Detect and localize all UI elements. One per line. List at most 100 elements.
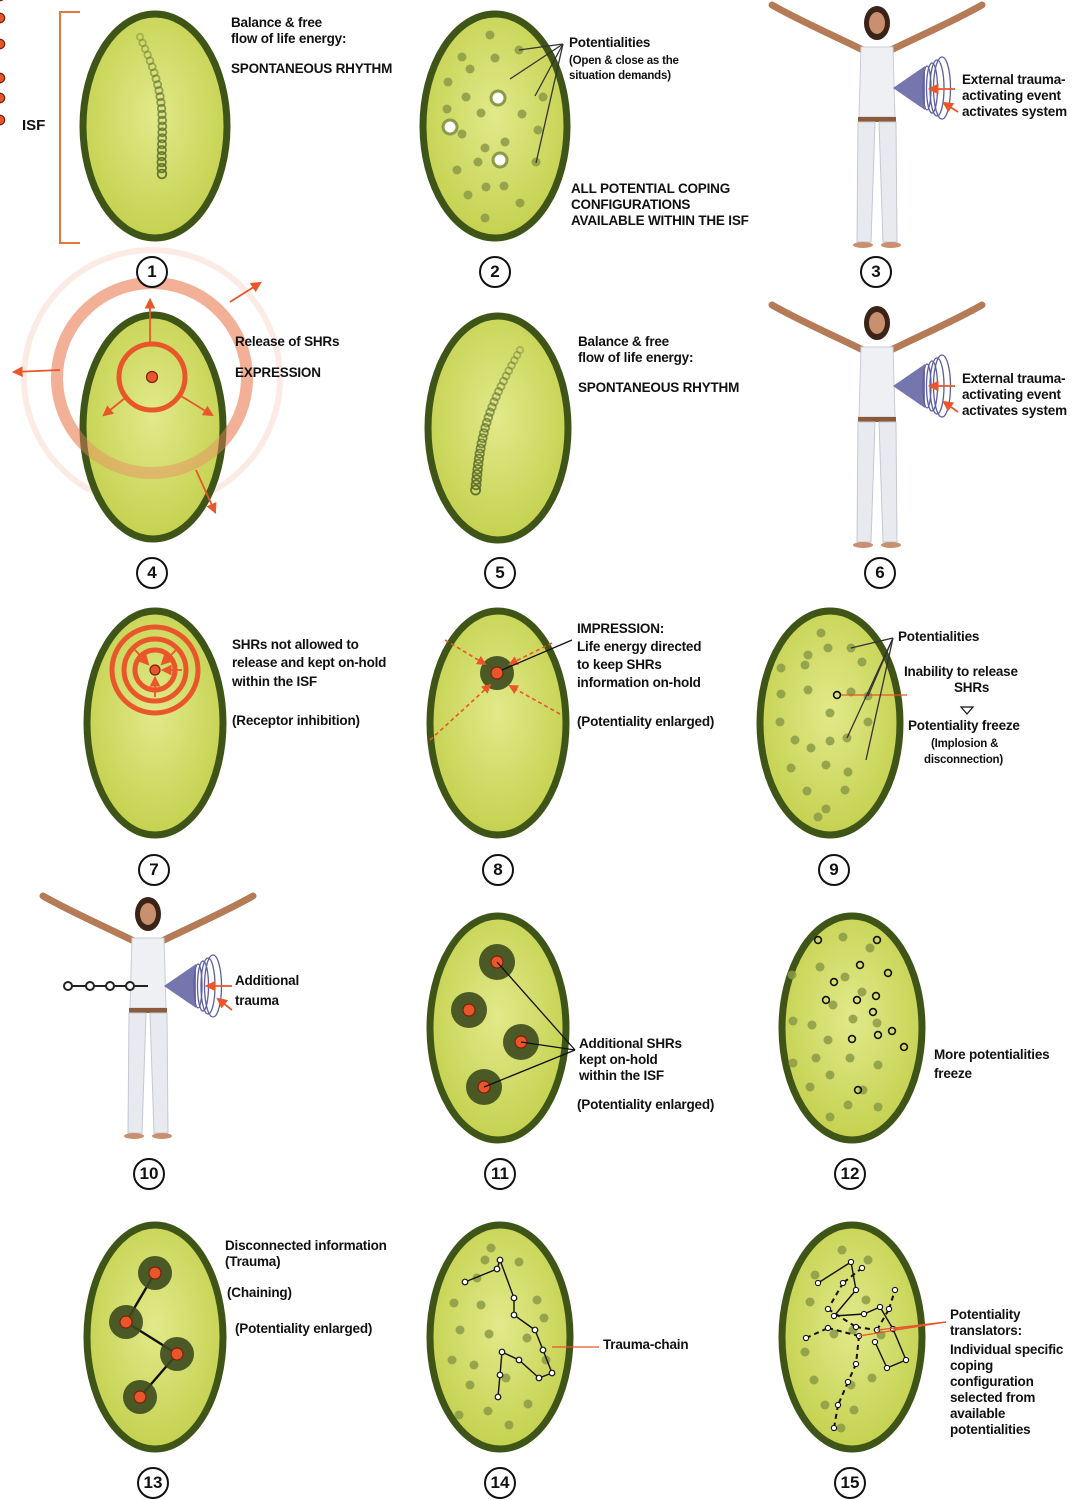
- chain-node: [497, 1257, 503, 1263]
- person-face: [869, 312, 885, 334]
- panel-14-label-trauma-chain: Trauma-chain: [603, 1337, 688, 1353]
- chain-node: [825, 1306, 830, 1311]
- panel-1-ellipse: [83, 14, 227, 238]
- panel-9-number: 9: [818, 854, 850, 886]
- potentiality-dot: [826, 709, 835, 718]
- panel-4-label-expression: EXPRESSION: [235, 365, 321, 381]
- person-left-leg: [128, 1013, 146, 1133]
- panel-2-label-situation: situation demands): [569, 69, 671, 83]
- chain-node: [831, 1313, 836, 1318]
- potentiality-dot: [491, 54, 500, 63]
- potentiality-dot: [821, 1401, 830, 1410]
- chain-node: [825, 1325, 830, 1330]
- potentiality-dot: [534, 126, 543, 135]
- shr-point: [491, 667, 503, 679]
- person-left-leg: [857, 122, 875, 242]
- potentiality-dot: [466, 65, 475, 74]
- cone-body: [164, 964, 196, 1008]
- person-top: [859, 47, 895, 117]
- person-right-foot: [881, 542, 901, 548]
- potentiality-dot: [516, 199, 525, 208]
- potentiality-dot: [822, 761, 831, 770]
- potentiality-dot: [829, 1001, 838, 1010]
- potentiality-dot: [858, 658, 867, 667]
- open-potentiality: [443, 120, 457, 134]
- panel-9-label-freeze: Potentiality freeze: [908, 718, 1020, 734]
- potentiality-dot: [874, 1061, 883, 1070]
- potentiality-dot: [807, 744, 816, 753]
- chain-node: [831, 1425, 836, 1430]
- person-right-arm: [885, 305, 982, 353]
- potentiality-dot: [806, 1083, 815, 1092]
- shr-point: [0, 39, 5, 48]
- potentiality-dot: [477, 1301, 486, 1310]
- potentiality-dot: [801, 1348, 810, 1357]
- potentiality-dot: [804, 686, 813, 695]
- potentiality-dot: [850, 1406, 859, 1415]
- person-belt: [858, 417, 896, 422]
- panel-11-label-additional-shrs: Additional SHRs: [579, 1036, 682, 1052]
- panel-10-label-additional: Additional: [235, 973, 299, 989]
- potentiality-dot: [485, 1330, 494, 1339]
- potentiality-dot: [443, 105, 452, 114]
- panel-12-number: 12: [834, 1158, 866, 1190]
- panel-2-number: 2: [479, 256, 511, 288]
- potentiality-dot: [838, 1246, 847, 1255]
- potentiality-dot: [858, 988, 867, 997]
- person-right-arm: [156, 896, 253, 944]
- panel-15-label-potentiality: Potentiality: [950, 1307, 1020, 1323]
- panel-7-label-not-allowed: SHRs not allowed to: [232, 637, 359, 653]
- panel-8-label-info: information on-hold: [577, 675, 701, 691]
- panel-15-number: 15: [834, 1467, 866, 1499]
- person-left-leg: [857, 422, 875, 542]
- panel-3-label-external: External trauma-: [962, 72, 1065, 88]
- potentiality-dot: [777, 664, 786, 673]
- potentiality-dot: [844, 768, 853, 777]
- panel-6-person: [772, 305, 982, 548]
- panel-10-label-trauma: trauma: [235, 993, 279, 1009]
- shr-point: [0, 115, 5, 124]
- chain-node: [86, 982, 94, 990]
- chain-node: [853, 1324, 858, 1329]
- potentiality-dot: [864, 1256, 873, 1265]
- panel-9-label-implosion: (Implosion &: [931, 737, 998, 751]
- potentiality-dot: [803, 787, 812, 796]
- chain-node: [497, 1372, 503, 1378]
- panel-11-label-within: within the ISF: [579, 1068, 664, 1084]
- person-face: [140, 903, 156, 925]
- shr-point: [149, 1267, 161, 1279]
- potentiality-dot: [862, 1296, 871, 1305]
- person-belt: [129, 1008, 167, 1013]
- panel-1-label-rhythm: SPONTANEOUS RHYTHM: [231, 61, 392, 77]
- chain-node: [494, 1266, 500, 1272]
- chain-node: [106, 982, 114, 990]
- panel-8-label-enlarged: (Potentiality enlarged): [577, 714, 714, 730]
- potentiality-dot: [826, 737, 835, 746]
- person-belt: [858, 117, 896, 122]
- panel-5-label-balance: Balance & free: [578, 334, 669, 350]
- panel-11-label-enlarged: (Potentiality enlarged): [577, 1097, 714, 1113]
- shr-point: [0, 0, 5, 1]
- potentiality-dot: [808, 1021, 817, 1030]
- person-top: [130, 938, 166, 1008]
- panel-2-label-potentialities: Potentialities: [569, 35, 650, 51]
- potentiality-dot: [804, 651, 813, 660]
- panel-15-label-coping: coping: [950, 1358, 993, 1374]
- panel-2-label-coping-3: AVAILABLE WITHIN THE ISF: [571, 213, 749, 229]
- chain-node: [892, 1287, 897, 1292]
- potentiality-dot: [470, 1361, 479, 1370]
- panel-10-person: [43, 896, 253, 1139]
- panel-15-label-selected: selected from: [950, 1390, 1035, 1406]
- potentiality-dot: [789, 1059, 798, 1068]
- potentiality-dot: [824, 644, 833, 653]
- potentiality-dot: [453, 166, 462, 175]
- panel-15-label-available: available: [950, 1406, 1005, 1422]
- chain-node: [516, 1357, 522, 1363]
- panel-9-label-inability: Inability to release: [904, 664, 1018, 680]
- potentiality-dot: [841, 786, 850, 795]
- panel-12-label-freeze: freeze: [934, 1066, 972, 1082]
- panel-14-number: 14: [484, 1467, 516, 1499]
- potentiality-dot: [801, 661, 810, 670]
- person-left-arm: [772, 5, 869, 53]
